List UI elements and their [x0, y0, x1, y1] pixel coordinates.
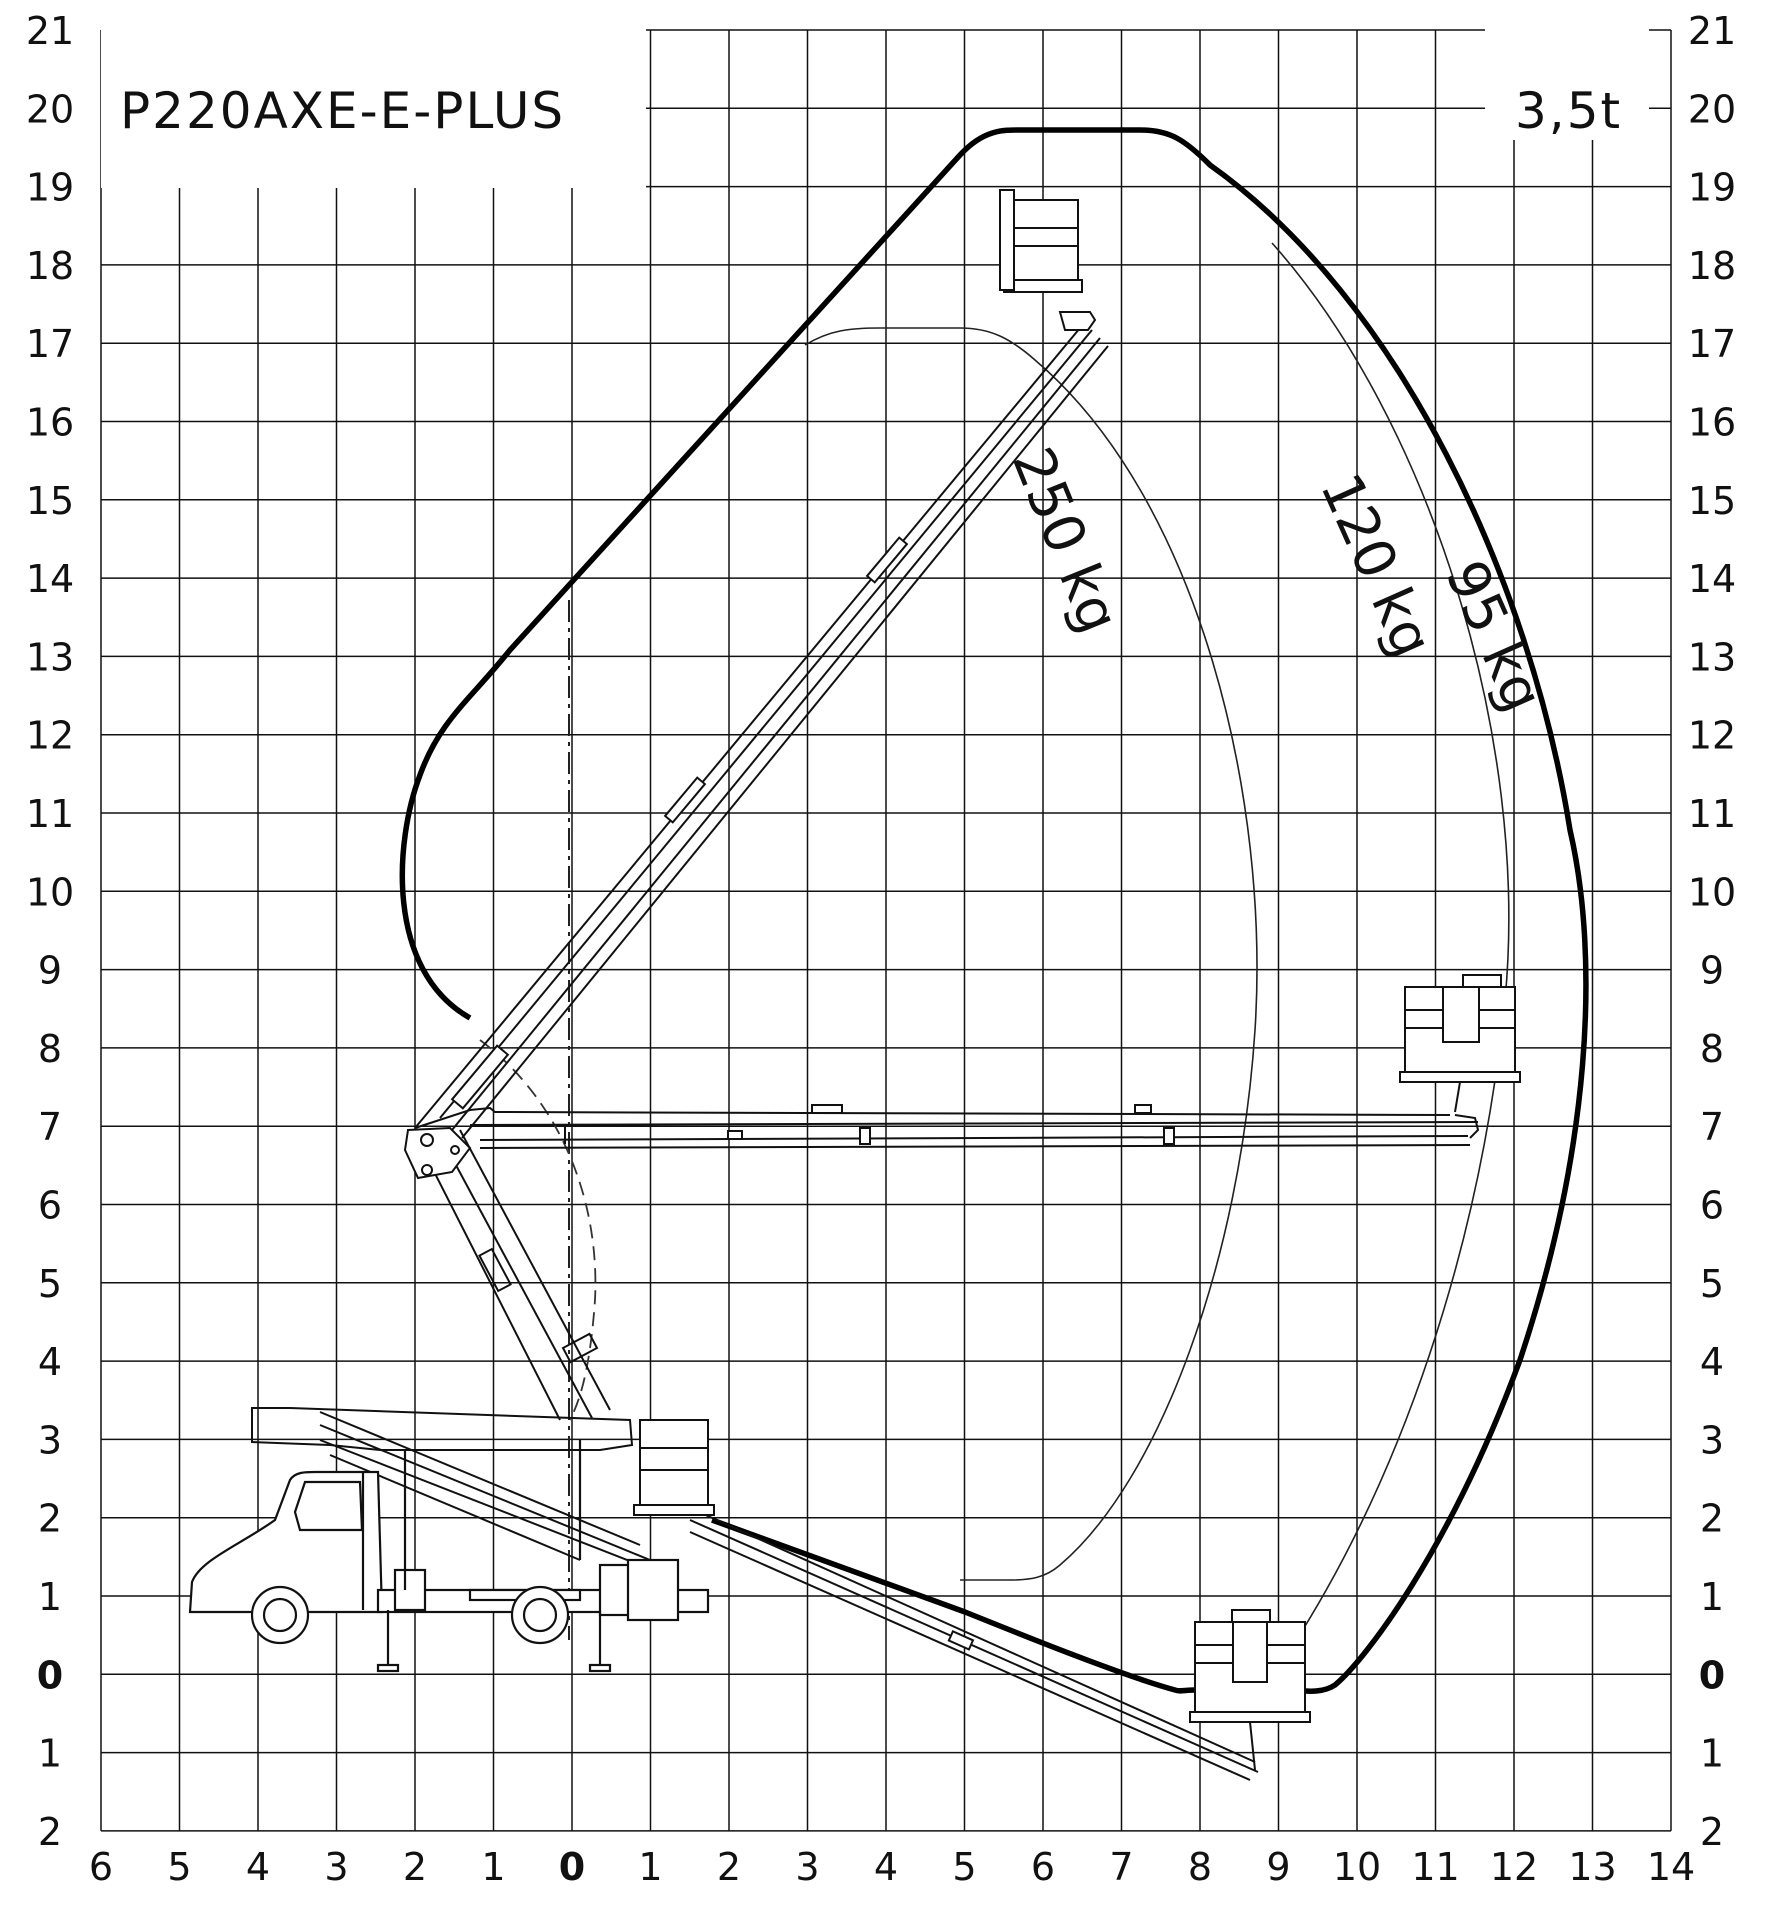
y-tick-left: 9: [38, 949, 62, 993]
x-tick: 14: [1647, 1845, 1695, 1889]
y-tick-right: 6: [1700, 1184, 1724, 1228]
y-tick-left: 16: [26, 401, 74, 445]
x-tick: 12: [1490, 1845, 1538, 1889]
y-tick-right: 21: [1688, 9, 1736, 53]
y-tick-left: 18: [26, 244, 74, 288]
boom-knuckle: [403, 1126, 472, 1180]
y-tick-left: 3: [38, 1418, 62, 1462]
grid: [100, 29, 1672, 1832]
y-tick-right: 10: [1688, 870, 1736, 914]
envelope-250kg: [804, 327, 1258, 1581]
x-tick: 4: [874, 1845, 898, 1889]
y-tick-left: 4: [38, 1340, 62, 1384]
y-tick-right: 18: [1688, 244, 1736, 288]
y-tick-right: 12: [1688, 714, 1736, 758]
y-tick-left: 11: [26, 792, 74, 836]
y-tick-right: 4: [1700, 1340, 1724, 1384]
y-tick-right: 2: [1700, 1810, 1724, 1854]
x-tick: 11: [1411, 1845, 1459, 1889]
weight-box: [1485, 28, 1649, 140]
envelope-120kg: [1239, 242, 1510, 1673]
y-tick-left: 1: [38, 1732, 62, 1776]
y-tick-left: 13: [26, 635, 74, 679]
x-tick: 4: [246, 1845, 270, 1889]
y-tick-right: 7: [1700, 1105, 1724, 1149]
label-250kg: 250 kg: [999, 439, 1131, 642]
side-basket: [1399, 974, 1521, 1113]
y-tick-right: 11: [1688, 792, 1736, 836]
y-tick-left: 19: [26, 166, 74, 210]
y-tick-left: 20: [26, 87, 74, 131]
y-tick-left: 1: [38, 1575, 62, 1619]
model-title: P220AXE-E-PLUS: [120, 82, 565, 140]
y-tick-left: 14: [26, 557, 74, 601]
x-tick: 3: [795, 1845, 819, 1889]
y-tick-left: 0: [37, 1653, 63, 1697]
x-tick: 7: [1109, 1845, 1133, 1889]
y-tick-right: 1: [1700, 1732, 1724, 1776]
dashed-inner-arc: [479, 1039, 597, 1421]
y-tick-left: 15: [26, 479, 74, 523]
down-reach-boom: [689, 1507, 1259, 1781]
y-tick-left: 21: [26, 9, 74, 53]
x-tick: 6: [1031, 1845, 1055, 1889]
y-tick-left: 7: [38, 1105, 62, 1149]
truck: [188, 1440, 710, 1673]
x-tick: 5: [952, 1845, 976, 1889]
bottom-basket: [1189, 1609, 1311, 1771]
y-tick-left: 6: [38, 1184, 62, 1228]
x-tick: 0: [559, 1845, 585, 1889]
y-tick-right: 14: [1688, 557, 1736, 601]
label-120kg: 120 kg: [1307, 464, 1445, 666]
y-tick-right: 17: [1688, 322, 1736, 366]
label-95kg: 95 kg: [1432, 551, 1555, 721]
stowed-basket: [633, 1419, 715, 1516]
y-tick-left: 2: [38, 1497, 62, 1541]
upper-boom-diagonal: [414, 321, 1109, 1139]
x-tick: 2: [717, 1845, 741, 1889]
y-tick-right: 20: [1688, 87, 1736, 131]
x-tick: 8: [1188, 1845, 1212, 1889]
y-tick-right: 13: [1688, 635, 1736, 679]
x-tick: 5: [167, 1845, 191, 1889]
x-tick: 3: [324, 1845, 348, 1889]
y-tick-left: 8: [38, 1027, 62, 1071]
y-tick-left: 17: [26, 322, 74, 366]
y-tick-left: 5: [38, 1262, 62, 1306]
y-tick-left: 2: [38, 1810, 62, 1854]
y-tick-left: 12: [26, 714, 74, 758]
x-tick: 10: [1333, 1845, 1381, 1889]
y-tick-right: 19: [1688, 166, 1736, 210]
x-tick: 2: [403, 1845, 427, 1889]
x-tick: 1: [638, 1845, 662, 1889]
y-tick-left: 10: [26, 870, 74, 914]
x-tick: 1: [481, 1845, 505, 1889]
y-tick-right: 0: [1699, 1653, 1725, 1697]
y-tick-right: 15: [1688, 479, 1736, 523]
vehicle-weight: 3,5t: [1515, 82, 1622, 140]
top-basket: [999, 189, 1097, 331]
y-tick-right: 8: [1700, 1027, 1724, 1071]
y-tick-right: 5: [1700, 1262, 1724, 1306]
horizontal-boom: [414, 1104, 1480, 1149]
y-tick-right: 2: [1700, 1497, 1724, 1541]
y-tick-right: 16: [1688, 401, 1736, 445]
y-tick-right: 1: [1700, 1575, 1724, 1619]
y-tick-right: 3: [1700, 1418, 1724, 1462]
y-tick-right: 9: [1700, 949, 1724, 993]
title-box: [101, 28, 646, 188]
x-tick: 9: [1266, 1845, 1290, 1889]
x-tick: 6: [89, 1845, 113, 1889]
x-tick: 13: [1568, 1845, 1616, 1889]
lower-arm: [417, 1127, 611, 1421]
